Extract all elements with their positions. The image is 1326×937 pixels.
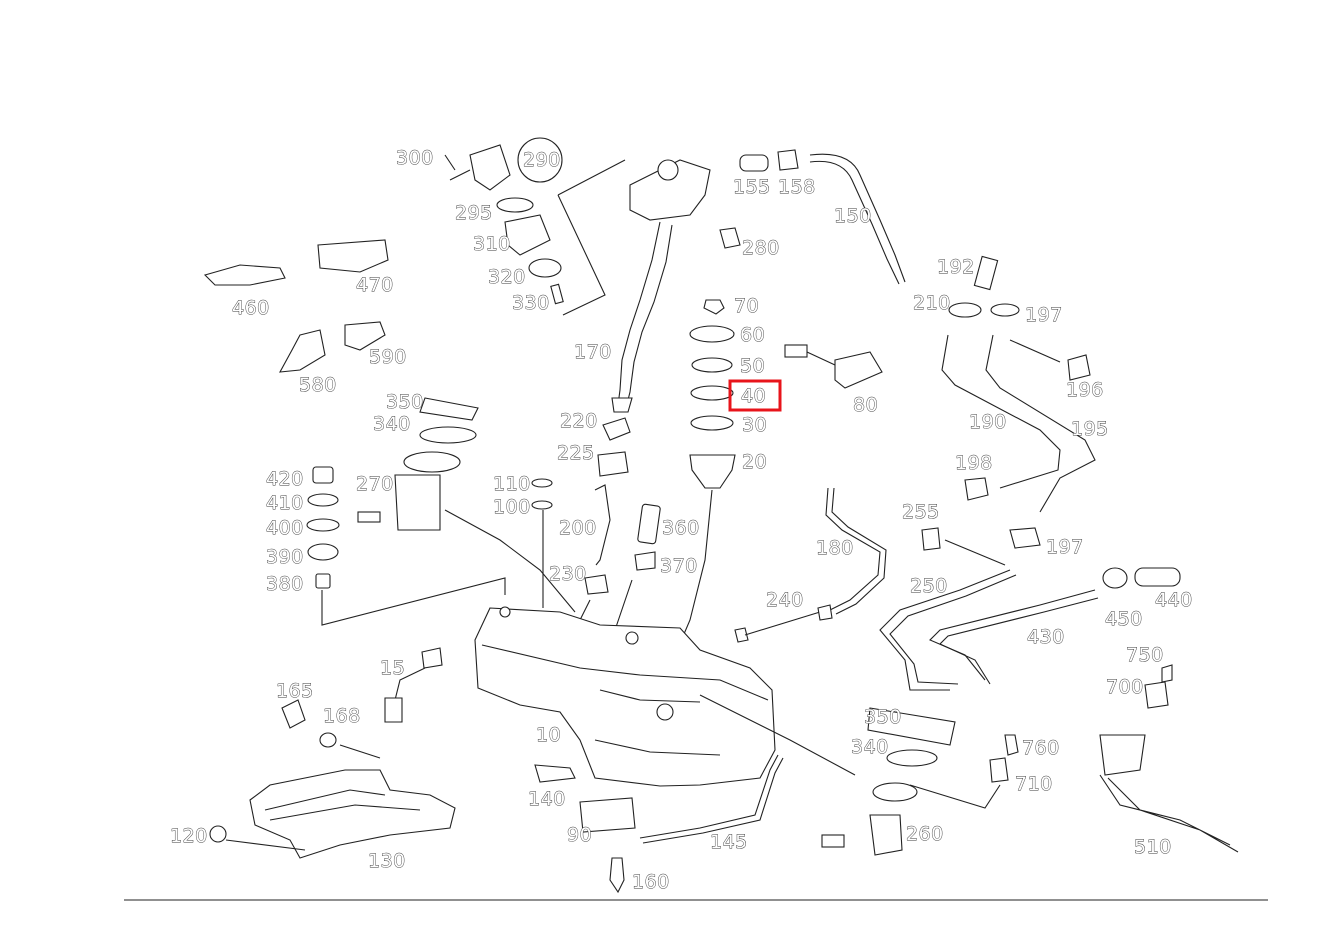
vent-tubes-190-195 [941, 255, 1096, 513]
callout-190[interactable]: 190 [969, 411, 1007, 434]
pump-module-left [357, 397, 479, 531]
callout-700[interactable]: 700 [1106, 676, 1144, 699]
callout-390[interactable]: 390 [266, 546, 304, 569]
callout-340-left[interactable]: 340 [373, 413, 411, 436]
callout-100[interactable]: 100 [493, 496, 531, 519]
callout-240[interactable]: 240 [766, 589, 804, 612]
callout-30[interactable]: 30 [742, 414, 768, 437]
center-small-parts [444, 417, 661, 631]
callout-198[interactable]: 198 [955, 452, 993, 475]
callout-195[interactable]: 195 [1071, 418, 1109, 441]
callout-210[interactable]: 210 [913, 292, 951, 315]
callout-460[interactable]: 460 [232, 297, 270, 320]
callout-15[interactable]: 15 [380, 657, 406, 680]
callout-350-right[interactable]: 350 [864, 706, 902, 729]
callout-120[interactable]: 120 [170, 825, 208, 848]
callout-158[interactable]: 158 [778, 176, 816, 199]
callout-50[interactable]: 50 [740, 355, 766, 378]
bracket-parts [203, 239, 389, 373]
filler-seal-parts [444, 137, 564, 305]
pump-module-right [699, 694, 956, 856]
callout-330[interactable]: 330 [512, 292, 550, 315]
callout-270[interactable]: 270 [356, 473, 394, 496]
callout-110[interactable]: 110 [493, 473, 531, 496]
callout-470[interactable]: 470 [356, 274, 394, 297]
callout-410[interactable]: 410 [266, 492, 304, 515]
callout-168[interactable]: 168 [323, 705, 361, 728]
callout-220[interactable]: 220 [560, 410, 598, 433]
return-lines-250-430 [879, 527, 1181, 691]
callout-360[interactable]: 360 [662, 517, 700, 540]
callout-192[interactable]: 192 [937, 256, 975, 279]
callout-170[interactable]: 170 [574, 341, 612, 364]
callout-340-right[interactable]: 340 [851, 736, 889, 759]
fuel-tank [474, 606, 776, 787]
callout-130[interactable]: 130 [368, 850, 406, 873]
callout-430[interactable]: 430 [1027, 626, 1065, 649]
callout-197-top[interactable]: 197 [1025, 304, 1063, 327]
callout-80[interactable]: 80 [853, 394, 879, 417]
callout-760[interactable]: 760 [1022, 737, 1060, 760]
callout-450[interactable]: 450 [1105, 608, 1143, 631]
washer-stack [306, 466, 506, 626]
callout-750[interactable]: 750 [1126, 644, 1164, 667]
callout-180[interactable]: 180 [816, 537, 854, 560]
callout-420[interactable]: 420 [266, 468, 304, 491]
callout-165[interactable]: 165 [276, 680, 314, 703]
callout-40[interactable]: 40 [741, 385, 767, 408]
callout-370[interactable]: 370 [660, 555, 698, 578]
callout-90[interactable]: 90 [567, 824, 593, 847]
callout-290[interactable]: 290 [523, 149, 561, 172]
callout-10[interactable]: 10 [536, 724, 562, 747]
callout-295[interactable]: 295 [455, 202, 493, 225]
vent-hose-parts [719, 149, 906, 285]
callout-260[interactable]: 260 [906, 823, 944, 846]
level-sensor-80 [784, 344, 883, 389]
heat-shield [209, 769, 456, 859]
callout-labels: 300 290 295 310 320 330 155 158 150 280 … [170, 147, 1193, 894]
callout-710[interactable]: 710 [1015, 773, 1053, 796]
callout-510[interactable]: 510 [1134, 836, 1172, 859]
highlight-box-callout-40 [728, 379, 782, 412]
callout-160[interactable]: 160 [632, 871, 670, 894]
connectors-15-165-168 [281, 647, 443, 759]
callout-350-left[interactable]: 350 [386, 391, 424, 414]
callout-230[interactable]: 230 [549, 563, 587, 586]
callout-590[interactable]: 590 [369, 346, 407, 369]
callout-225[interactable]: 225 [557, 442, 595, 465]
callout-145[interactable]: 145 [710, 831, 748, 854]
callout-60[interactable]: 60 [740, 324, 766, 347]
callout-300[interactable]: 300 [396, 147, 434, 170]
right-sensors-and-harness [909, 664, 1239, 853]
callout-200[interactable]: 200 [559, 517, 597, 540]
callout-155[interactable]: 155 [733, 176, 771, 199]
callout-255[interactable]: 255 [902, 501, 940, 524]
pipes-180-240 [734, 487, 887, 643]
callout-380[interactable]: 380 [266, 573, 304, 596]
callout-320[interactable]: 320 [488, 266, 526, 289]
callout-400[interactable]: 400 [266, 517, 304, 540]
callout-310[interactable]: 310 [473, 233, 511, 256]
callout-250[interactable]: 250 [910, 575, 948, 598]
callout-140[interactable]: 140 [528, 788, 566, 811]
callout-280[interactable]: 280 [742, 237, 780, 260]
callout-197-bottom[interactable]: 197 [1046, 536, 1084, 559]
callout-150[interactable]: 150 [834, 205, 872, 228]
callout-440[interactable]: 440 [1155, 589, 1193, 612]
callout-70[interactable]: 70 [734, 295, 760, 318]
fuel-pump-ring-stack [671, 299, 736, 663]
callout-580[interactable]: 580 [299, 374, 337, 397]
filler-neck-assembly [557, 159, 711, 413]
callout-20[interactable]: 20 [742, 451, 768, 474]
callout-196[interactable]: 196 [1066, 379, 1104, 402]
lower-center-parts [534, 754, 784, 894]
